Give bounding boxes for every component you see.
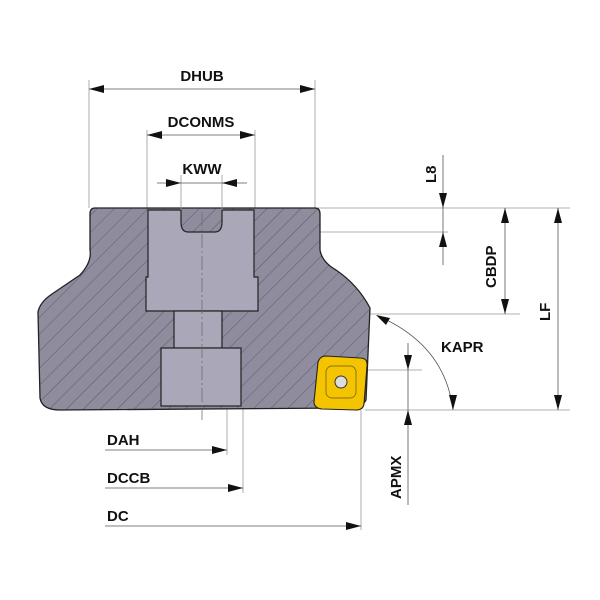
label-dhub: DHUB [180,68,223,85]
insert-icon [313,355,368,411]
label-kww: KWW [182,161,222,178]
label-dc: DC [107,508,129,525]
dim-dconms: DCONMS [147,114,255,139]
label-cbdp: CBDP [483,245,500,288]
dim-dccb: DCCB [105,470,243,492]
dim-lf: LF [537,208,562,410]
dim-dah: DAH [105,432,227,454]
label-apmx: APMX [388,456,405,499]
dim-dhub: DHUB [89,68,315,93]
dim-l8: L8 [423,155,447,265]
label-dccb: DCCB [107,470,150,487]
dim-kww: KWW [157,161,247,210]
label-kapr: KAPR [441,339,484,356]
cutter-body [37,207,371,420]
dim-dc: DC [105,508,361,530]
dim-cbdp: CBDP [483,208,509,314]
dim-kapr: KAPR [376,315,484,411]
label-lf: LF [537,303,554,321]
label-dah: DAH [107,432,140,449]
dim-apmx: APMX [388,343,412,505]
label-dconms: DCONMS [168,114,235,131]
label-l8: L8 [423,165,440,183]
